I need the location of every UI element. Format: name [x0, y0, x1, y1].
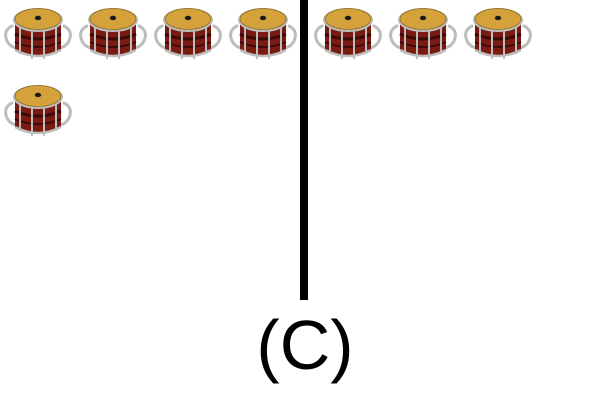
- drum-icon: [2, 81, 74, 143]
- drum-icon: [77, 4, 149, 66]
- drum-icon: [2, 4, 74, 66]
- left-drum-group: [0, 4, 300, 154]
- drum-icon: [387, 4, 459, 66]
- drum-icon: [312, 4, 384, 66]
- option-label: (C): [256, 306, 354, 384]
- vertical-divider: [300, 0, 308, 300]
- right-drum-group: [310, 4, 610, 154]
- drum-icon: [462, 4, 534, 66]
- drum-icon: [152, 4, 224, 66]
- drum-icon: [227, 4, 299, 66]
